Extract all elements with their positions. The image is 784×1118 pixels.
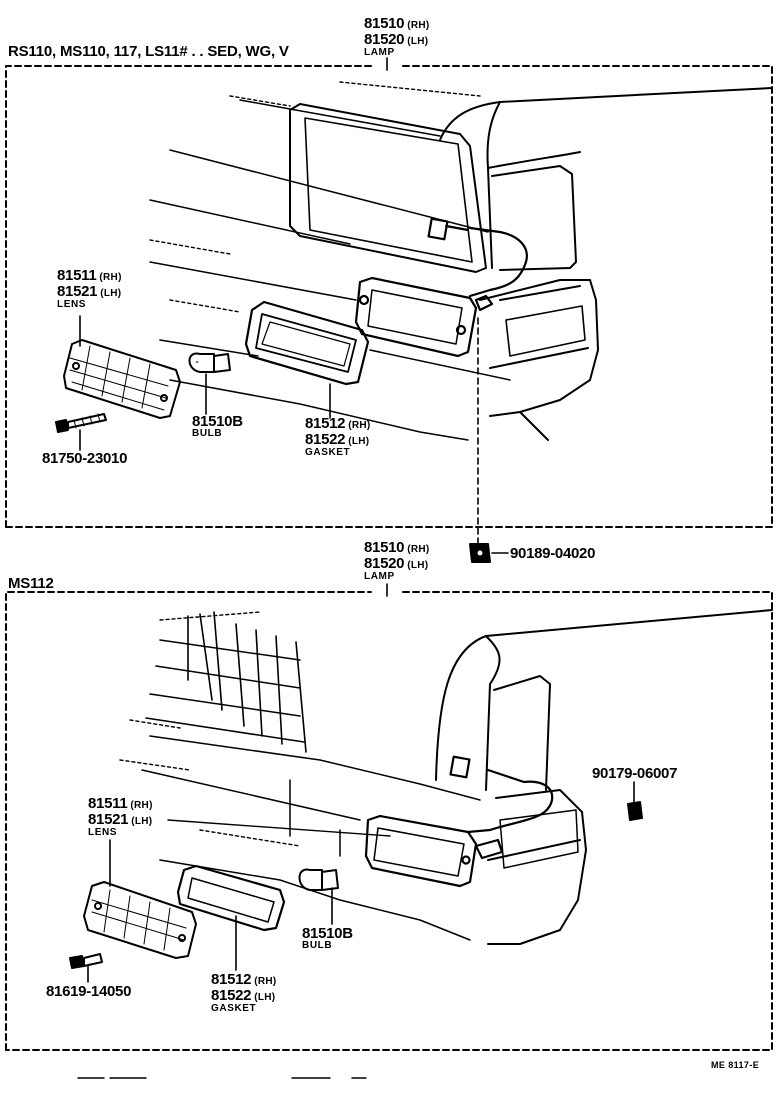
top-lens-lh-suffix: (LH)	[100, 288, 122, 299]
top-dash-lines	[149, 81, 481, 313]
top-section-title: RS110, MS110, 117, LS11# . . SED, WG, V	[8, 43, 289, 60]
bottom-lamp-rh-number: 81510	[364, 539, 405, 556]
top-lamp-lh-number: 81520	[364, 31, 405, 48]
bottom-screw	[69, 953, 103, 969]
bottom-lamp-lh-number: 81520	[364, 555, 405, 572]
bottom-lens-label: 81511(RH) 81521(LH) LENS	[88, 796, 153, 838]
nut-90189-label: 90189-04020	[510, 545, 596, 562]
top-lamp-label: 81510(RH) 81520(LH) LAMP	[364, 16, 430, 58]
bottom-car-body	[141, 609, 773, 945]
figure-reference: ME 8117-E	[711, 1060, 760, 1070]
top-lens-label: 81511(RH) 81521(LH) LENS	[57, 268, 122, 310]
top-gasket-lh-number: 81522	[305, 431, 346, 448]
bottom-lamp-label: 81510(RH) 81520(LH) LAMP	[364, 540, 430, 582]
top-gasket-rh-number: 81512	[305, 415, 346, 432]
bottom-bulb-label: 81510B BULB	[302, 926, 353, 951]
bottom-gasket-rh-suffix: (RH)	[254, 976, 277, 987]
top-bulb	[188, 352, 231, 373]
top-gasket-rh-suffix: (RH)	[348, 420, 371, 431]
top-car-body	[149, 87, 773, 441]
top-gasket-name: GASKET	[305, 447, 351, 458]
bottom-lamp-name: LAMP	[364, 571, 395, 582]
nut-90189	[469, 543, 491, 563]
bottom-section-frame	[5, 591, 773, 1051]
bottom-gasket	[176, 864, 286, 932]
top-lamp-rh-number: 81510	[364, 15, 405, 32]
top-gasket	[244, 300, 370, 386]
bottom-section-title: MS112	[8, 575, 54, 592]
top-lamp-lh-suffix: (LH)	[407, 36, 429, 47]
bottom-lens-lh-suffix: (LH)	[131, 816, 153, 827]
bottom-screw-label: 81619-14050	[46, 983, 132, 1000]
bottom-bulb	[298, 868, 339, 891]
bottom-gasket-lh-suffix: (LH)	[254, 992, 276, 1003]
bottom-lamp-lh-suffix: (LH)	[407, 560, 429, 571]
top-lens-lh-number: 81521	[57, 283, 98, 300]
bottom-dash-lines	[119, 611, 301, 847]
bottom-nut-90179	[627, 801, 643, 821]
bottom-gasket-name: GASKET	[211, 1003, 257, 1014]
top-lamp-name: LAMP	[364, 47, 395, 58]
bottom-lens	[83, 881, 197, 959]
top-lamp-rh-suffix: (RH)	[407, 20, 430, 31]
bottom-lamp-housing	[364, 755, 554, 888]
top-lens-rh-suffix: (RH)	[99, 272, 122, 283]
bottom-lens-name: LENS	[88, 827, 118, 838]
bottom-gasket-label: 81512(RH) 81522(LH) GASKET	[211, 972, 277, 1014]
bottom-lens-rh-number: 81511	[88, 795, 128, 812]
top-gasket-lh-suffix: (LH)	[348, 436, 370, 447]
top-bulb-name: BULB	[192, 428, 223, 439]
top-lamp-housing	[354, 217, 528, 358]
top-gasket-label: 81512(RH) 81522(LH) GASKET	[305, 416, 371, 458]
top-bulb-label: 81510B BULB	[192, 414, 243, 439]
top-screw-label: 81750-23010	[42, 450, 128, 467]
top-section-frame	[5, 65, 773, 528]
bottom-bulb-name: BULB	[302, 940, 333, 951]
top-lens	[63, 339, 181, 419]
bottom-lens-leader-2	[167, 819, 391, 837]
bottom-nut-label: 90179-06007	[592, 765, 678, 782]
bottom-lamp-rh-suffix: (RH)	[407, 544, 430, 555]
top-screw	[55, 413, 107, 433]
bottom-lens-lh-number: 81521	[88, 811, 129, 828]
top-lens-rh-number: 81511	[57, 267, 97, 284]
bottom-gasket-rh-number: 81512	[211, 971, 252, 988]
top-lens-name: LENS	[57, 299, 87, 310]
bottom-lens-rh-suffix: (RH)	[130, 800, 153, 811]
top-bulb-number: 81510B	[192, 413, 243, 430]
bottom-bulb-number: 81510B	[302, 925, 353, 942]
bottom-gasket-lh-number: 81522	[211, 987, 252, 1004]
